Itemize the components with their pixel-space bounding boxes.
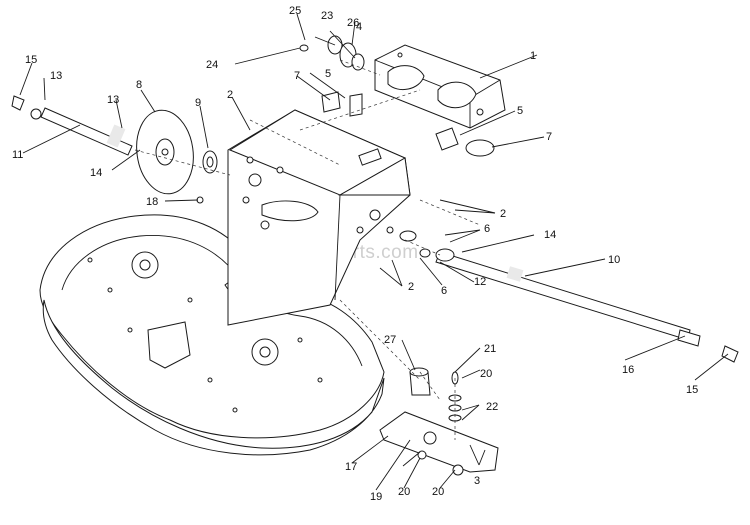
callout-20: 20 <box>432 486 444 498</box>
callout-2: 2 <box>408 281 414 293</box>
callout-23: 23 <box>321 10 333 22</box>
drive-shaft-right <box>399 230 739 363</box>
callout-5: 5 <box>325 68 331 80</box>
cutting-blade <box>136 109 194 195</box>
callout-8: 8 <box>136 79 142 91</box>
callout-14: 14 <box>544 229 556 241</box>
callout-1: 1 <box>530 50 536 62</box>
callout-18: 18 <box>146 196 158 208</box>
callout-17: 17 <box>345 461 357 473</box>
callout-2: 2 <box>500 208 506 220</box>
callout-16: 16 <box>622 364 634 376</box>
callout-11: 11 <box>12 149 23 161</box>
callout-19: 19 <box>370 491 382 503</box>
callout-27: 27 <box>384 334 396 346</box>
gearbox-assembly <box>374 44 506 129</box>
callout-3: 3 <box>474 475 480 487</box>
callout-20: 20 <box>480 368 492 380</box>
callout-6: 6 <box>441 285 447 297</box>
callout-7: 7 <box>294 70 300 82</box>
callout-20: 20 <box>398 486 410 498</box>
callout-24: 24 <box>206 59 218 71</box>
alignment-lines <box>134 59 481 440</box>
idler-27 <box>409 367 431 396</box>
bearing-9 <box>202 150 218 174</box>
callout-15: 15 <box>25 54 37 66</box>
callout-2: 2 <box>227 89 233 101</box>
callout-6: 6 <box>484 223 490 235</box>
mount-bracket <box>379 411 499 476</box>
callout-22: 22 <box>486 401 498 413</box>
callout-13: 13 <box>107 94 119 106</box>
callout-26: 26 <box>347 17 359 29</box>
callout-25: 25 <box>289 5 301 17</box>
callout-13: 13 <box>50 70 62 82</box>
callout-7: 7 <box>546 131 552 143</box>
callout-15: 15 <box>686 384 698 396</box>
callout-12: 12 <box>474 276 486 288</box>
frame-housing <box>227 109 411 326</box>
callout-9: 9 <box>195 97 201 109</box>
callout-4: 4 <box>356 21 362 33</box>
leader-lines <box>19 13 729 491</box>
drive-shaft-left <box>11 95 133 156</box>
callout-21: 21 <box>484 343 496 355</box>
callout-14: 14 <box>90 167 102 179</box>
callout-labels: 1 2 2 2 3 4 5 5 6 6 7 7 8 9 10 11 12 13 … <box>12 5 698 503</box>
callout-10: 10 <box>608 254 620 266</box>
callout-5: 5 <box>517 105 523 117</box>
